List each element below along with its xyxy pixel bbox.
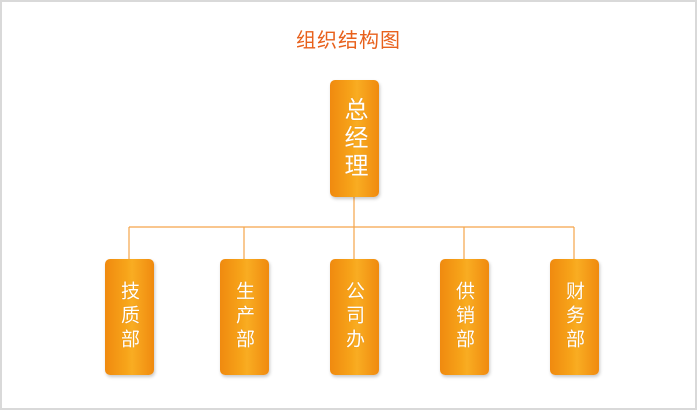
node-department: 供销部 (440, 259, 489, 375)
node-department: 技质部 (105, 259, 154, 375)
node-department: 公司办 (330, 259, 379, 375)
node-label: 总经理 (340, 96, 368, 181)
node-label: 公司办 (343, 281, 365, 353)
node-label: 供销部 (453, 281, 475, 353)
node-department: 财务部 (550, 259, 599, 375)
diagram-title: 组织结构图 (296, 28, 401, 52)
node-department: 生产部 (220, 259, 269, 375)
node-label: 生产部 (233, 281, 255, 353)
node-general-manager: 总经理 (330, 80, 379, 197)
node-label: 技质部 (118, 281, 140, 353)
node-label: 财务部 (563, 281, 585, 353)
